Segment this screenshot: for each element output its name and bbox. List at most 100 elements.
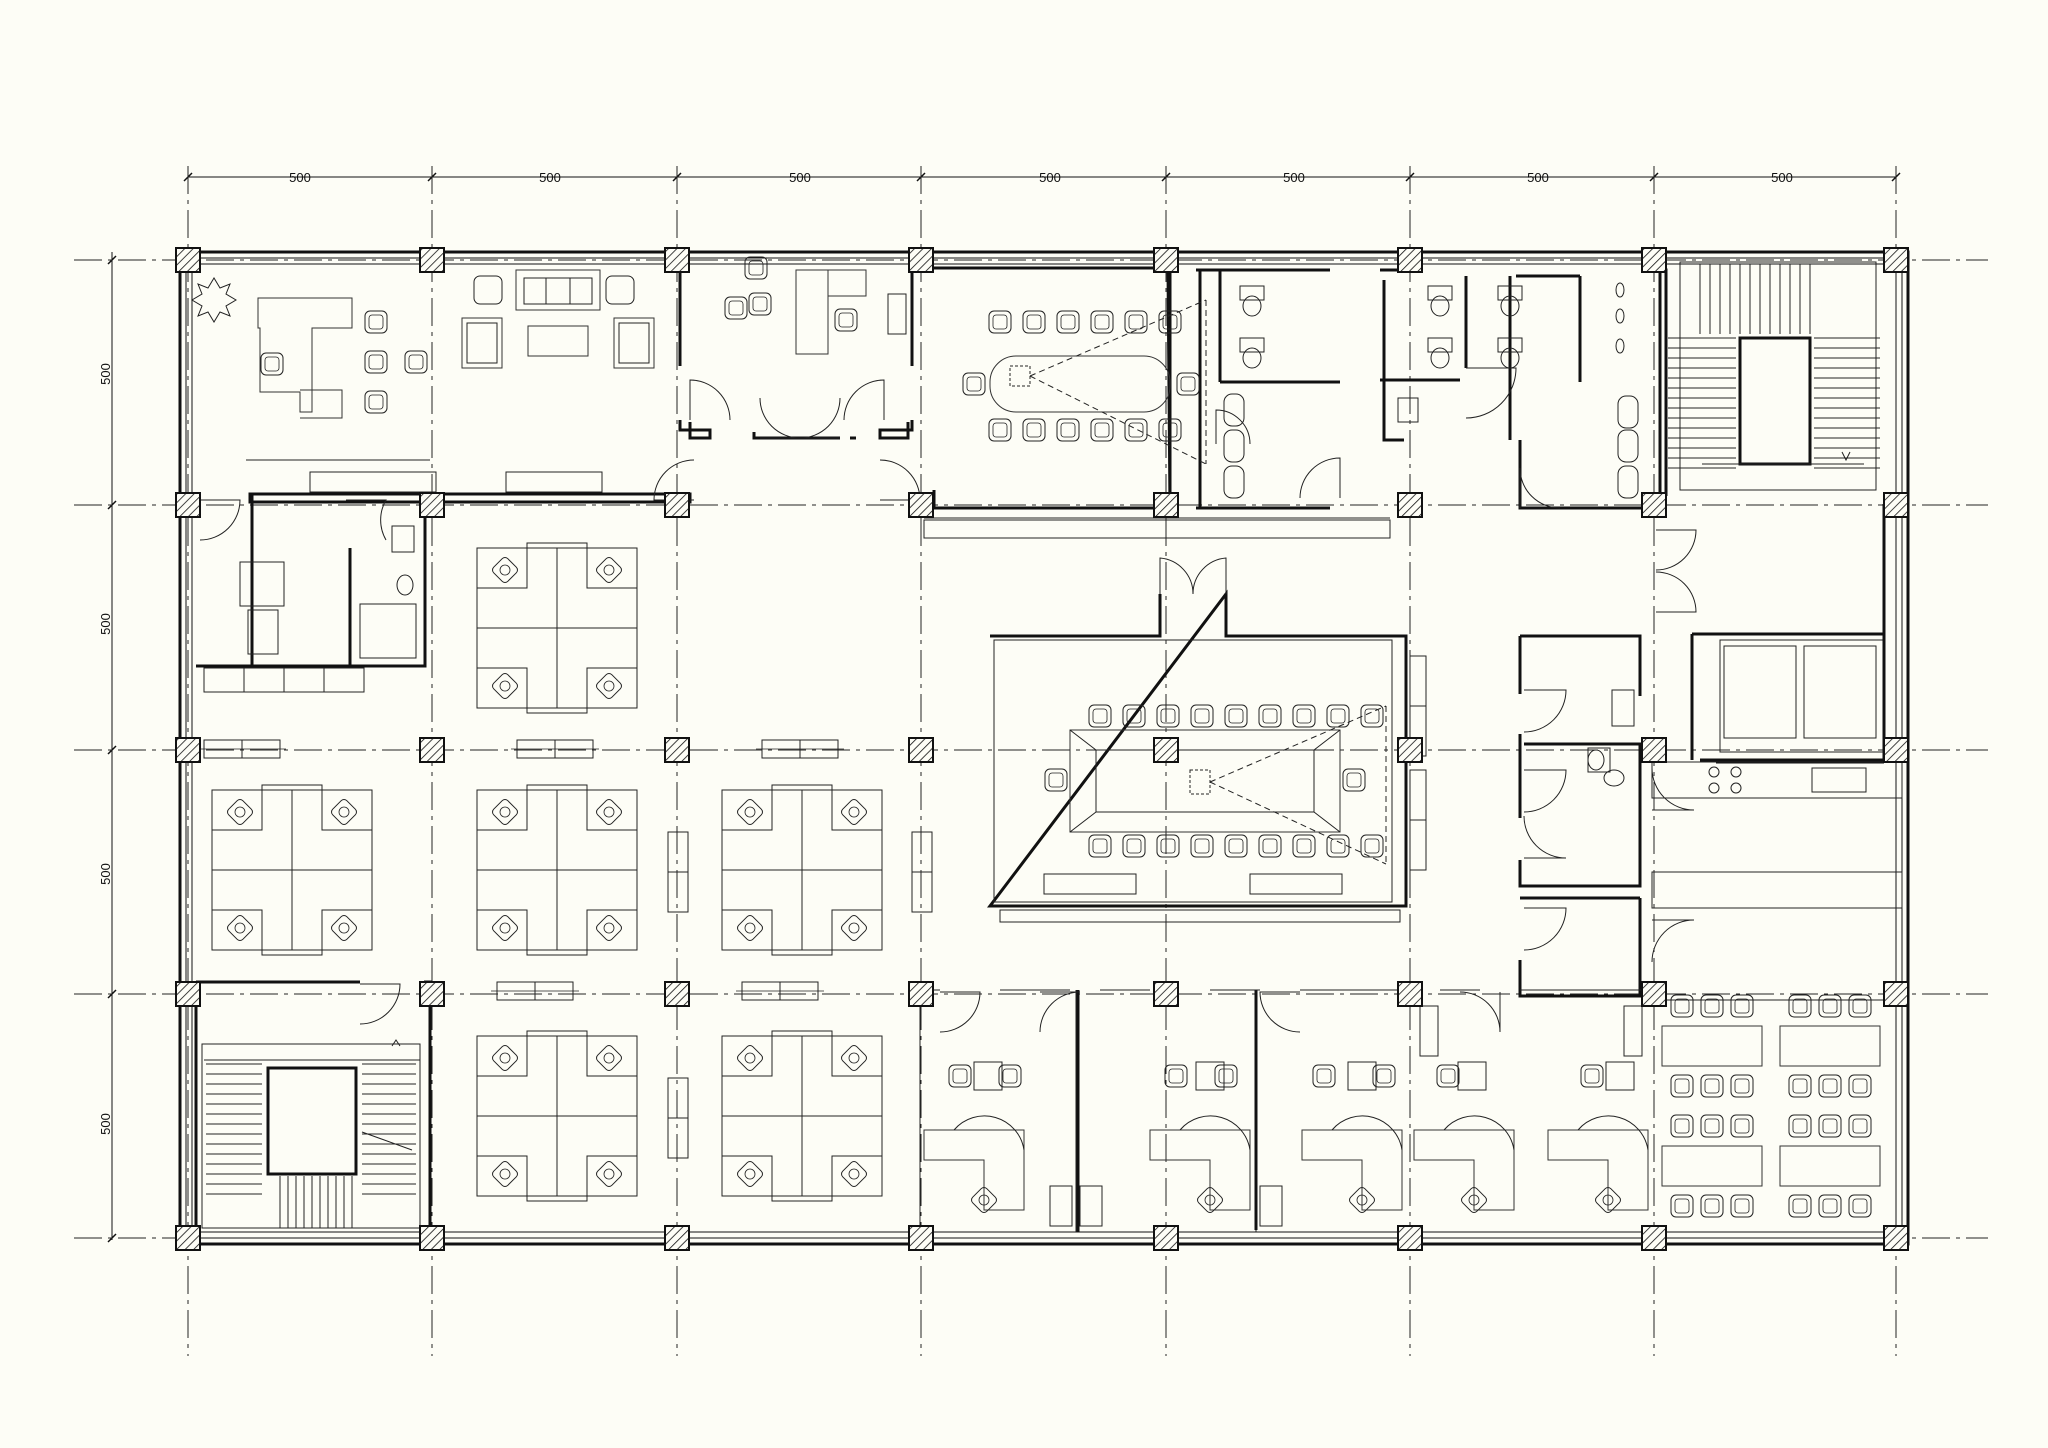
column	[419, 737, 445, 763]
side-table	[1347, 1061, 1377, 1091]
structural-columns	[175, 247, 1909, 1251]
dining-chair	[1700, 1074, 1724, 1098]
credenza	[1043, 873, 1137, 895]
column	[175, 1225, 201, 1251]
column	[1397, 981, 1423, 1007]
door-swing	[199, 499, 241, 541]
office-chair	[834, 308, 858, 332]
column	[1883, 247, 1909, 273]
dimension-label-top-2: 500	[539, 170, 561, 185]
dining-chair	[1818, 1074, 1842, 1098]
filing-cabinet	[197, 739, 287, 759]
dining-chair	[1788, 1194, 1812, 1218]
column	[419, 247, 445, 273]
cabinet	[1623, 1005, 1643, 1057]
column	[1153, 247, 1179, 273]
column	[1641, 247, 1667, 273]
dining-chair	[1788, 1114, 1812, 1138]
dining-chair	[1848, 1114, 1872, 1138]
furniture	[191, 256, 1903, 1227]
toilet-tank	[1497, 337, 1523, 353]
boardroom-chair	[1258, 834, 1282, 858]
door-swing	[1523, 815, 1567, 859]
armchair-seat	[466, 322, 498, 364]
column	[908, 492, 934, 518]
meeting-chair	[1022, 418, 1046, 442]
desk-curve	[1577, 1115, 1649, 1151]
column	[1641, 1225, 1667, 1251]
dimension-label-left-3: 500	[98, 863, 113, 885]
boardroom-chair	[1044, 768, 1068, 792]
workstation-pod	[722, 785, 882, 955]
boardroom-chair	[1088, 704, 1112, 728]
stair-arrow-head	[1841, 451, 1851, 462]
armchair	[613, 317, 655, 369]
filing-cabinet	[510, 739, 600, 759]
boardroom-chair	[1342, 768, 1366, 792]
door-swing	[1259, 991, 1301, 1033]
dining-table	[1779, 1145, 1881, 1187]
column	[175, 492, 201, 518]
visitor-chair	[1214, 1064, 1238, 1088]
boardroom-chair	[1156, 834, 1180, 858]
door-swing	[1465, 367, 1517, 419]
toilet-bowl	[1430, 295, 1450, 317]
desk-curve	[1443, 1115, 1515, 1151]
cabinet	[1259, 1185, 1283, 1227]
dimension-label-top-3: 500	[789, 170, 811, 185]
dimension-chain-left: 500 500 500 500	[98, 252, 117, 1243]
toilet-tank	[1497, 285, 1523, 301]
door-swing	[346, 499, 387, 541]
dining-table	[1661, 1025, 1763, 1067]
column	[1153, 737, 1179, 763]
door-swing	[1651, 919, 1695, 963]
urinal	[1223, 429, 1245, 463]
toilet-tank	[1427, 285, 1453, 301]
urinal	[1617, 465, 1639, 499]
column	[1883, 981, 1909, 1007]
door-swing	[1215, 409, 1251, 445]
credenza	[1249, 873, 1343, 895]
visitor-chair	[1436, 1064, 1460, 1088]
visitor-chair	[364, 350, 388, 374]
boardroom-table-bevel	[1069, 729, 1341, 833]
column	[419, 981, 445, 1007]
column	[908, 247, 934, 273]
boardroom-chair	[1292, 834, 1316, 858]
door-swing	[1651, 767, 1695, 811]
dimension-label-top-5: 500	[1283, 170, 1305, 185]
toilet-bowl	[1500, 295, 1520, 317]
desk-chair	[260, 352, 284, 376]
door-swing	[1459, 991, 1501, 1033]
column	[1883, 737, 1909, 763]
workstation-pod	[477, 543, 637, 713]
meeting-chair	[1090, 418, 1114, 442]
door-swing	[689, 379, 731, 421]
office-desk	[795, 269, 829, 355]
dining-chair	[1818, 1114, 1842, 1138]
kitchen-sink	[1811, 767, 1867, 793]
filing-cabinet	[755, 739, 845, 759]
dining-table	[1779, 1025, 1881, 1067]
stair-arrow-head	[391, 1039, 401, 1047]
meeting-chair	[988, 310, 1012, 334]
column	[1641, 737, 1667, 763]
meeting-chair	[988, 418, 1012, 442]
boardroom-chair	[1224, 834, 1248, 858]
dimension-label-left-2: 500	[98, 613, 113, 635]
boardroom-chair	[1156, 704, 1180, 728]
cabinet	[1419, 1005, 1439, 1057]
dining-chair	[1818, 994, 1842, 1018]
workstation-pod	[477, 785, 637, 955]
column	[1641, 981, 1667, 1007]
executive-desk	[257, 297, 353, 413]
dimension-label-top-7: 500	[1771, 170, 1793, 185]
dining-chair	[1730, 1194, 1754, 1218]
projector	[1009, 365, 1031, 387]
dining-chair	[1848, 1074, 1872, 1098]
door-swing	[1655, 529, 1697, 571]
boardroom-chair	[1326, 704, 1350, 728]
kitchen-counter	[1651, 871, 1903, 909]
dimension-label-left-1: 500	[98, 363, 113, 385]
dining-chair	[1788, 1074, 1812, 1098]
